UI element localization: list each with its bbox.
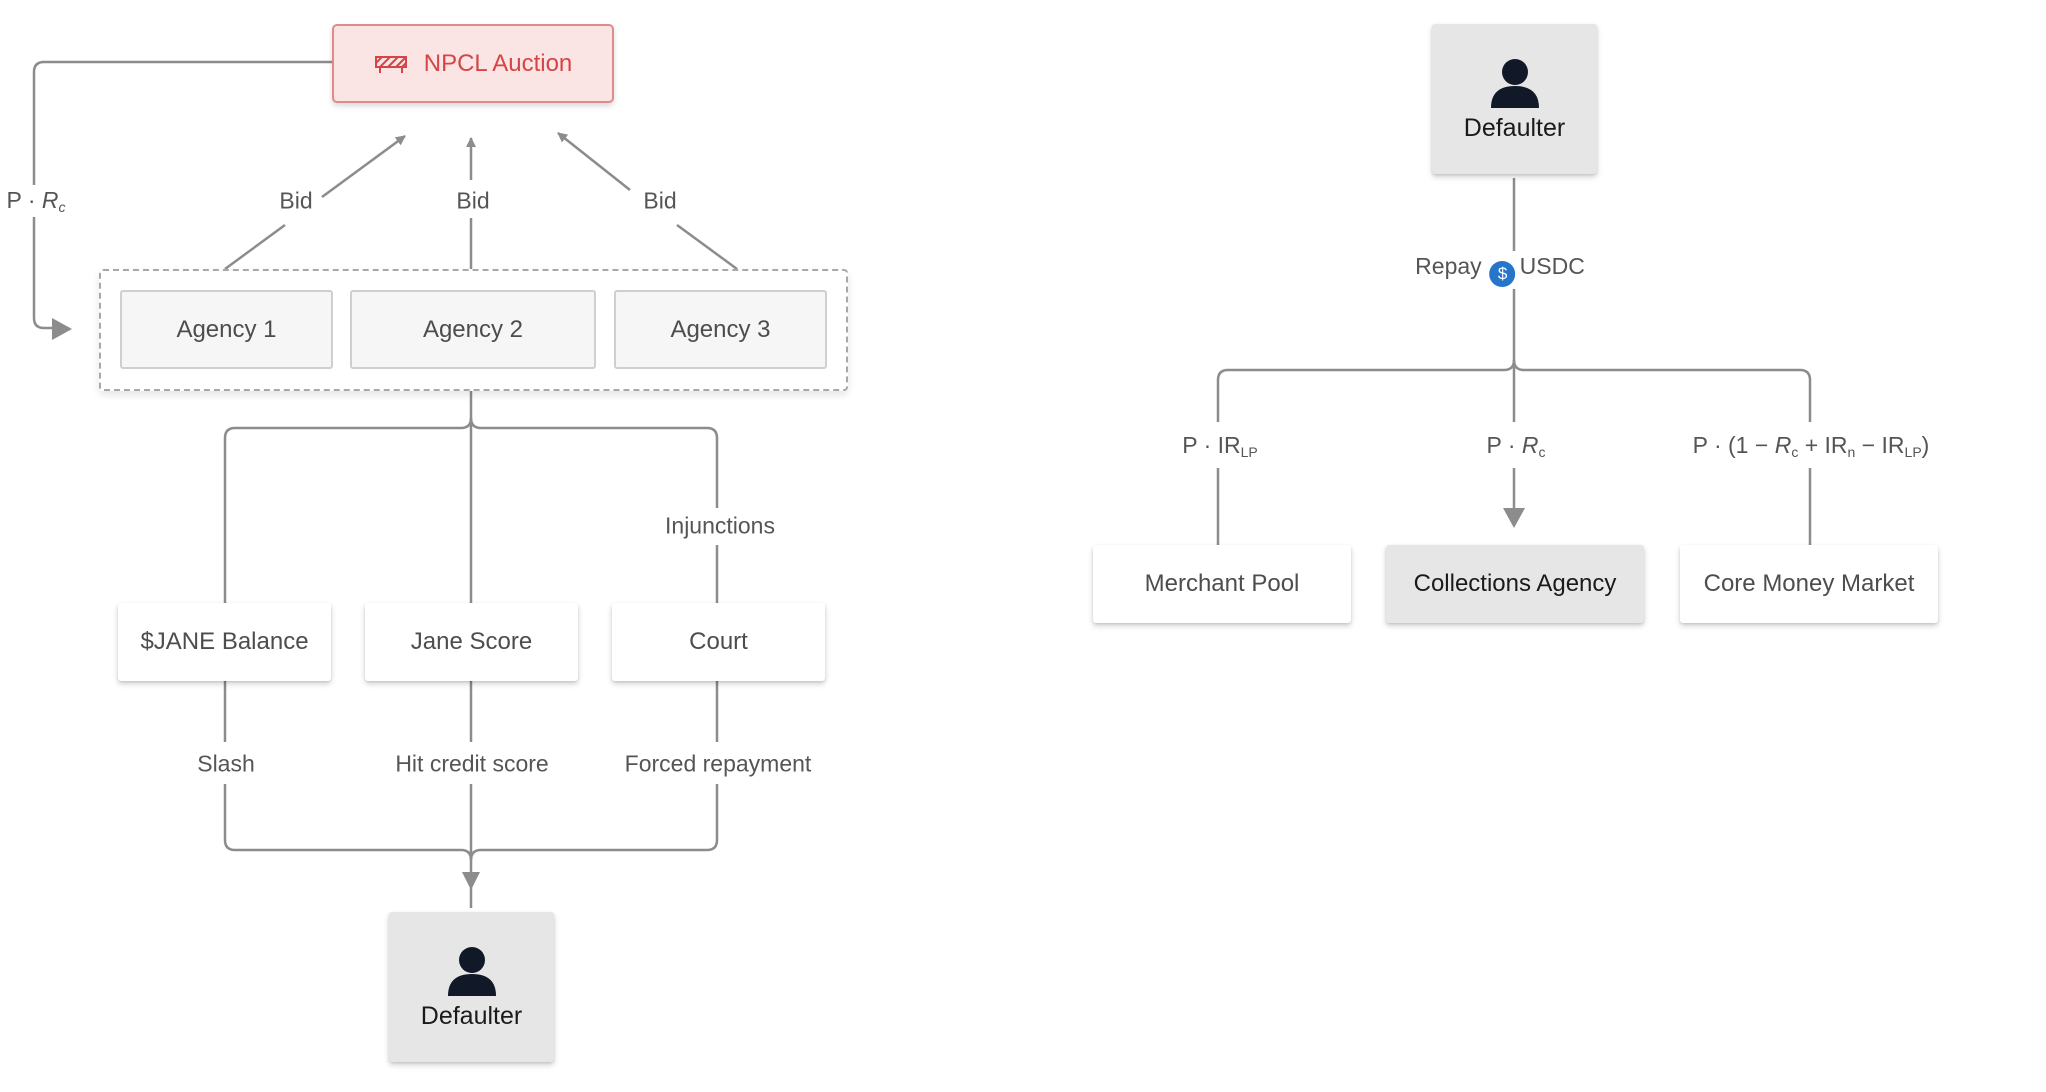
person-icon <box>1490 58 1539 108</box>
merchant-formula-label: P · IRLP <box>1176 430 1264 462</box>
barrier-icon <box>374 55 407 73</box>
agency-3-node: Agency 3 <box>614 290 827 369</box>
defaulter-label-left: Defaulter <box>420 1001 523 1030</box>
defaulter-arrow <box>462 872 480 890</box>
collections-agency-node: Collections Agency <box>1386 545 1644 623</box>
bid-line-1b <box>321 134 406 199</box>
bid-label-2: Bid <box>450 185 496 217</box>
loop-formula-label: P · Rc <box>0 185 72 217</box>
core-formula-label: P · (1 − Rc + IRn − IRLP) <box>1686 430 1936 462</box>
npcl-auction-label: NPCL Auction <box>423 49 573 77</box>
bid-line-1 <box>224 223 286 271</box>
bid-line-3 <box>676 223 738 271</box>
injunctions-label: Injunctions <box>659 510 781 542</box>
agency-1-node: Agency 1 <box>120 290 333 369</box>
hit-credit-score-label: Hit credit score <box>389 748 555 780</box>
defaulter-node-left: Defaulter <box>389 912 554 1062</box>
slash-label: Slash <box>191 748 261 780</box>
core-money-market-node: Core Money Market <box>1680 545 1938 623</box>
defaulter-label-right: Defaulter <box>1463 113 1566 142</box>
agency-2-node: Agency 2 <box>350 290 596 369</box>
usdc-icon: $ <box>1489 261 1516 287</box>
bid-line-3b <box>557 132 631 191</box>
jane-score-node: Jane Score <box>365 603 578 681</box>
merchant-pool-node: Merchant Pool <box>1093 545 1351 623</box>
collections-arrow <box>1503 508 1525 528</box>
court-node: Court <box>612 603 825 681</box>
bid-label-1: Bid <box>273 185 319 217</box>
person-icon <box>447 946 496 996</box>
loop-arrow <box>52 318 72 340</box>
npcl-auction-node: NPCL Auction <box>332 24 614 103</box>
branch-top <box>223 391 473 603</box>
repay-label: Repay$USDC <box>1409 251 1591 289</box>
jane-balance-node: $JANE Balance <box>118 603 331 681</box>
bid-label-3: Bid <box>637 185 683 217</box>
forced-repayment-label: Forced repayment <box>618 748 818 780</box>
defaulter-node-right: Defaulter <box>1432 24 1597 174</box>
collections-formula-label: P · Rc <box>1480 430 1552 462</box>
